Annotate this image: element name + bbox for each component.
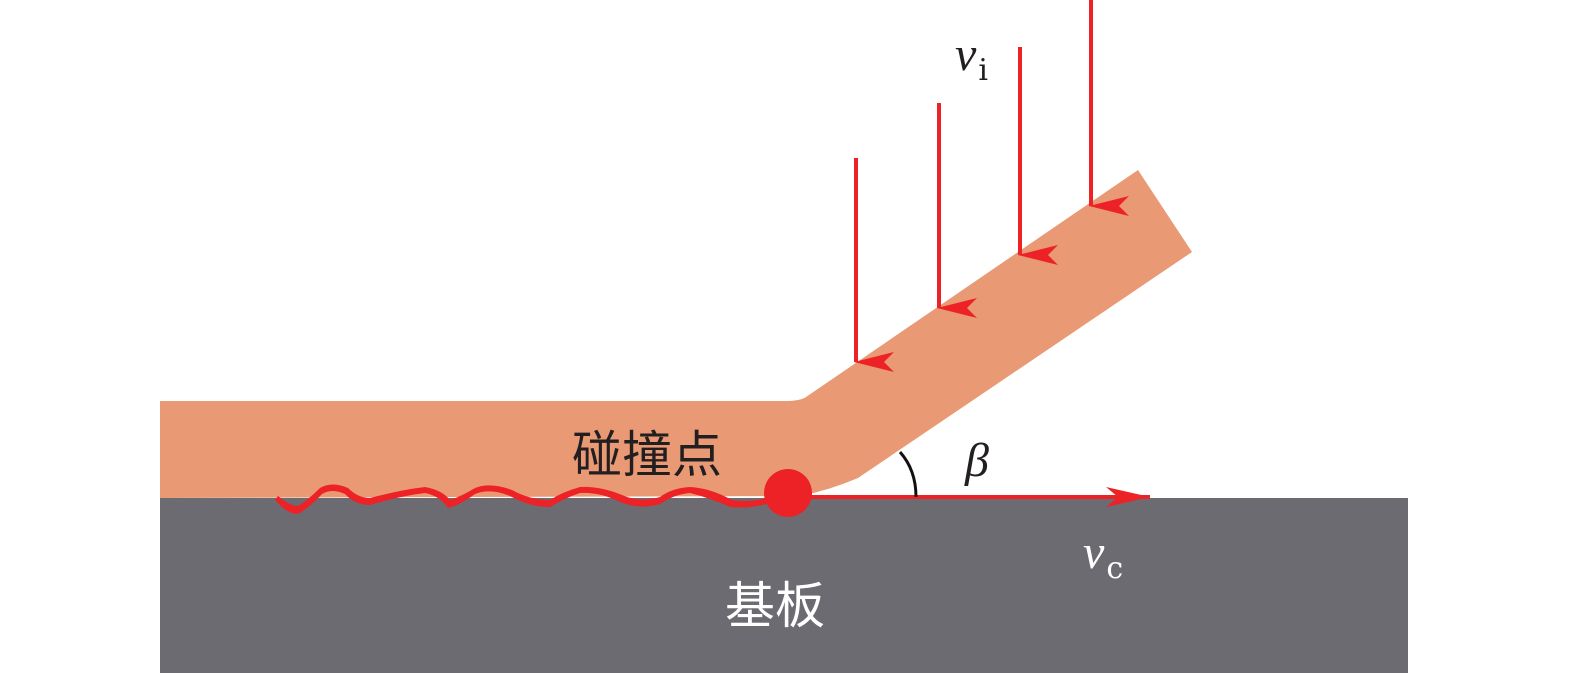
angle-arc bbox=[898, 451, 918, 498]
substrate-block bbox=[160, 498, 1408, 673]
angle-label: β bbox=[964, 434, 989, 487]
collision-point-label: 碰撞点 bbox=[572, 426, 722, 484]
substrate-label: 基板 bbox=[725, 577, 825, 635]
impact-velocity-label: vi bbox=[955, 28, 988, 88]
collision-velocity-label: vc bbox=[1083, 526, 1123, 586]
collision-point-dot bbox=[764, 469, 812, 517]
jet-wave bbox=[275, 484, 790, 514]
flyer-plate bbox=[160, 170, 1192, 498]
